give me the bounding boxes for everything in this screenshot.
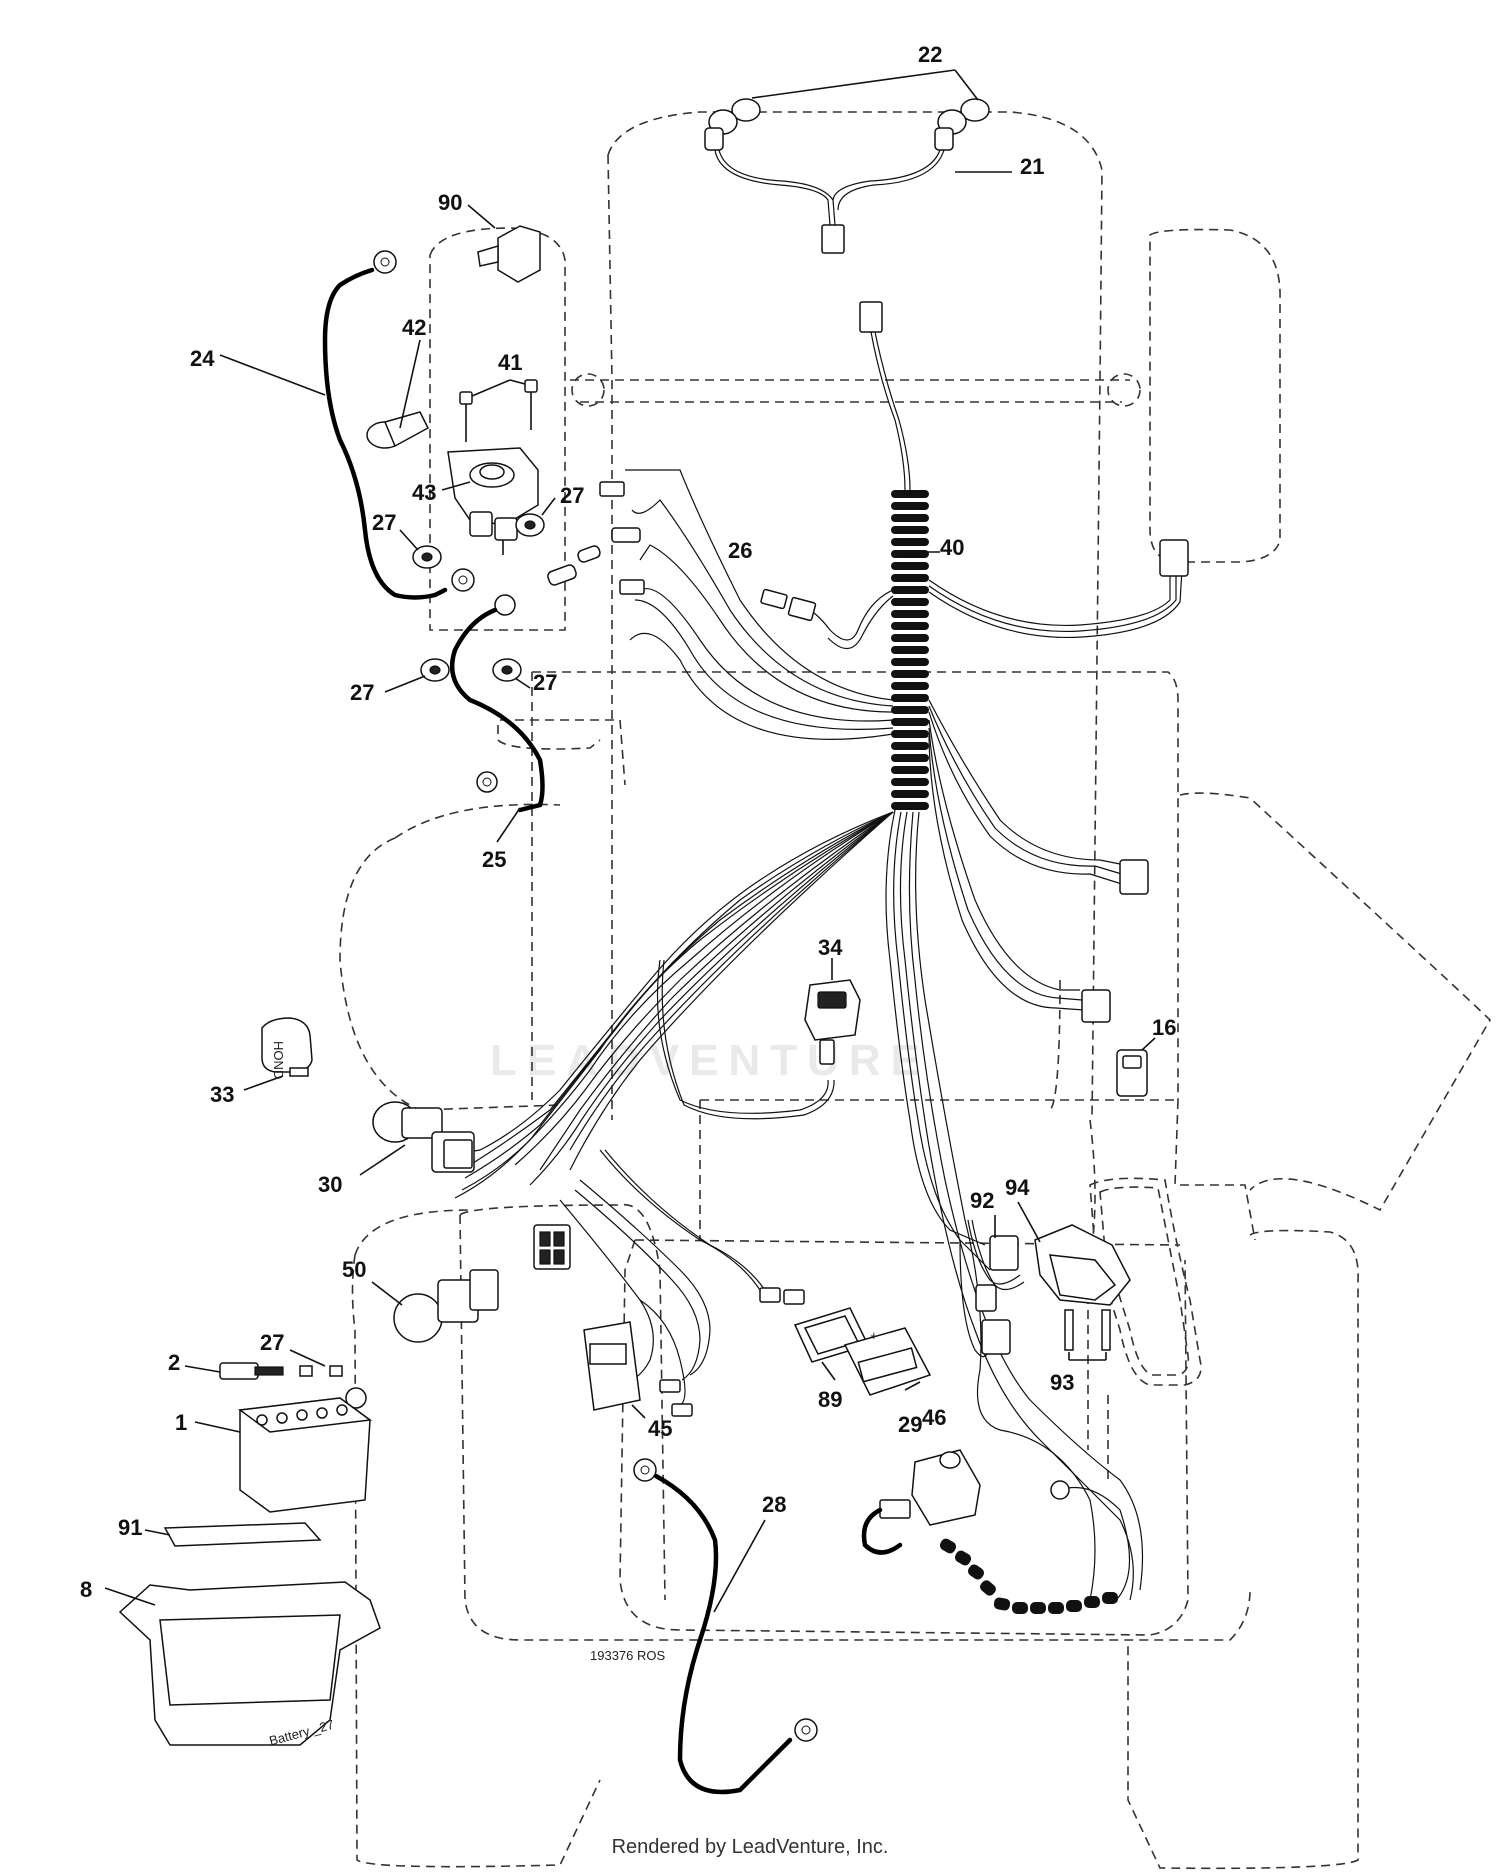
callout-24-leader xyxy=(219,354,326,396)
cable-28 xyxy=(633,1458,818,1795)
callout-93: 93 xyxy=(1050,1370,1074,1395)
callout-27-a: 27 xyxy=(560,483,584,508)
watermark: LEADVENTURE xyxy=(490,1036,930,1085)
relay-16 xyxy=(1116,1049,1148,1097)
callout-94: 94 xyxy=(1005,1175,1030,1200)
bolts-41 xyxy=(459,379,538,442)
callout-91: 91 xyxy=(118,1515,142,1540)
callout-27-e: 27 xyxy=(260,1330,284,1355)
callout-27-b: 27 xyxy=(372,510,396,535)
callout-34: 34 xyxy=(818,935,843,960)
solenoid-43 xyxy=(447,447,539,555)
callout-21: 21 xyxy=(1020,154,1044,179)
callout-22: 22 xyxy=(918,42,942,67)
connector-block xyxy=(533,1224,571,1270)
callout-45: 45 xyxy=(648,1416,672,1441)
callout-27-d: 27 xyxy=(533,670,557,695)
callout-41: 41 xyxy=(498,350,522,375)
hour-meter-45 xyxy=(583,1321,641,1411)
callout-46: 46 xyxy=(922,1405,946,1430)
drawing-number: 193376 ROS xyxy=(590,1648,665,1663)
tractor-outline xyxy=(339,111,1492,1870)
callout-1: 1 xyxy=(175,1410,187,1435)
callout-43: 43 xyxy=(412,480,436,505)
nuts-27 xyxy=(412,513,545,682)
callout-30: 30 xyxy=(318,1172,342,1197)
callout-22-leader xyxy=(751,69,956,99)
callout-2: 2 xyxy=(168,1350,180,1375)
seat-switch-94 xyxy=(1034,1224,1131,1351)
part-42-cover xyxy=(366,411,429,449)
callout-28: 28 xyxy=(762,1492,786,1517)
callout-29: 29 xyxy=(898,1412,922,1437)
harness-sleeve xyxy=(891,490,929,810)
ignition-key-33: HOND xyxy=(261,1017,313,1079)
callout-8: 8 xyxy=(80,1577,92,1602)
callout-25-leader xyxy=(496,807,521,843)
callout-labels: 22 21 90 42 24 41 43 27 27 27 27 26 40 2… xyxy=(80,42,1176,1602)
callout-92: 92 xyxy=(970,1188,994,1213)
callout-26: 26 xyxy=(728,538,752,563)
callout-89: 89 xyxy=(818,1387,842,1412)
callout-24: 24 xyxy=(190,346,215,371)
footer-credit: Rendered by LeadVenture, Inc. xyxy=(611,1836,889,1858)
callout-90: 90 xyxy=(438,190,462,215)
callout-40: 40 xyxy=(940,535,964,560)
callout-50: 50 xyxy=(342,1257,366,1282)
switch-34 xyxy=(804,979,861,1065)
main-wire-harness xyxy=(449,331,1189,1601)
connector-92 xyxy=(975,1235,1019,1355)
ignition-switch-30 xyxy=(372,1101,475,1173)
choke-50 xyxy=(393,1269,499,1343)
switch-29 xyxy=(861,1449,1131,1614)
battery-assembly xyxy=(118,1362,381,1746)
svg-text:HOND: HOND xyxy=(271,1041,286,1079)
headlight-assembly xyxy=(704,98,990,333)
cable-24 xyxy=(322,250,475,600)
callout-42: 42 xyxy=(402,315,426,340)
callout-33: 33 xyxy=(210,1082,234,1107)
callout-16: 16 xyxy=(1152,1015,1176,1040)
gauge-46: + xyxy=(843,1327,932,1396)
svg-text:+: + xyxy=(870,1328,878,1343)
terminal-ends xyxy=(449,545,601,813)
callout-27-c: 27 xyxy=(350,680,374,705)
callout-25: 25 xyxy=(482,847,506,872)
part-90-boot xyxy=(477,225,541,283)
